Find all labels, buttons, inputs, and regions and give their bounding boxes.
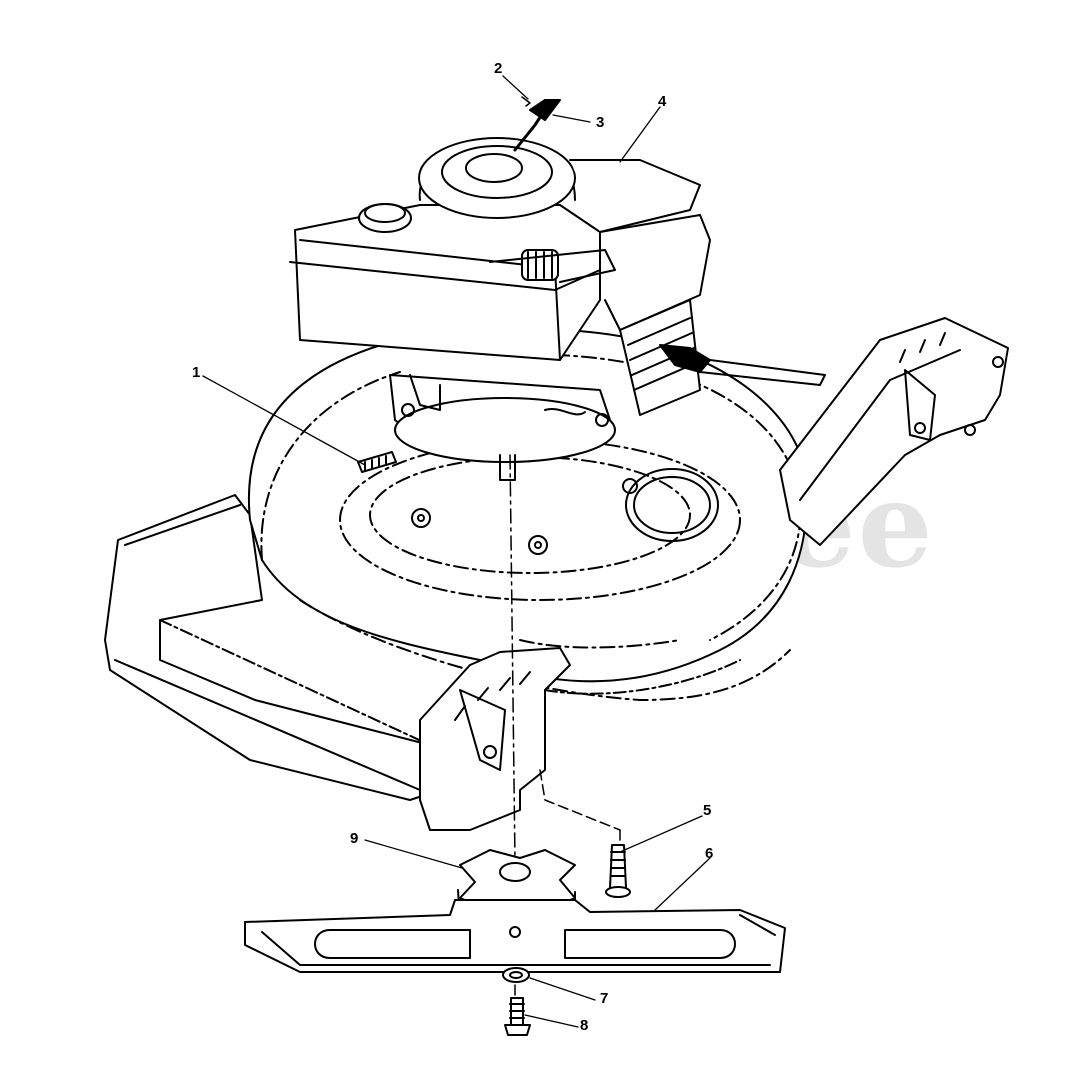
leader-lines bbox=[202, 75, 711, 1028]
blade-adapter-bolt bbox=[605, 844, 631, 898]
callout-5: 5 bbox=[703, 802, 712, 819]
engine-body bbox=[289, 137, 826, 863]
blade-washer bbox=[502, 967, 530, 983]
callout-9: 9 bbox=[350, 830, 359, 847]
callout-3: 3 bbox=[596, 114, 605, 131]
handle-bracket-front bbox=[419, 647, 741, 831]
blade-bolt bbox=[504, 997, 531, 1036]
throttle-cable bbox=[513, 96, 561, 152]
engine-mounting-bolt bbox=[357, 451, 397, 473]
mower-deck bbox=[104, 329, 808, 801]
callout-8: 8 bbox=[580, 1017, 589, 1034]
mower-blade bbox=[244, 899, 786, 973]
callout-1: 1 bbox=[192, 364, 201, 381]
callout-6: 6 bbox=[705, 845, 714, 862]
callout-7: 7 bbox=[600, 990, 609, 1007]
callout-4: 4 bbox=[658, 93, 667, 110]
callout-2: 2 bbox=[494, 60, 503, 77]
handle-bracket-rear bbox=[779, 317, 1009, 546]
